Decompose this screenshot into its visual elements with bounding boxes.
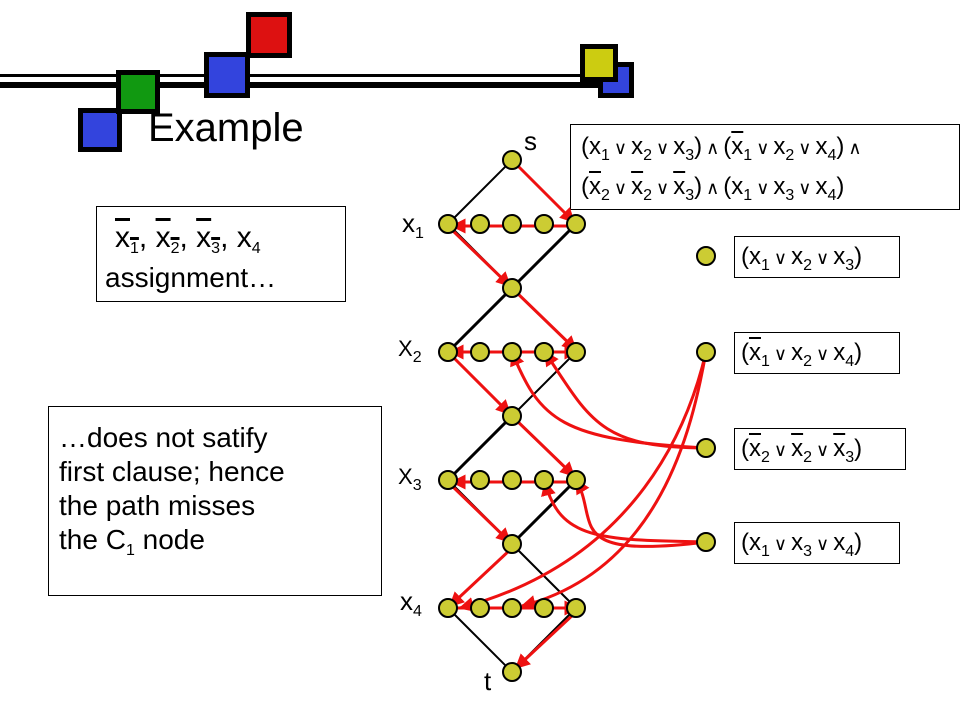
- header-rule-bottom: [0, 82, 600, 88]
- assign-var-4: x4: [236, 221, 261, 257]
- formula-line-2: (x2∨x2∨x3)∧(x1∨x3∨x4): [581, 173, 845, 204]
- sink-label: t: [484, 666, 492, 696]
- note-line-1: …does not satify: [59, 422, 268, 453]
- note-line-3: the path misses: [59, 490, 256, 521]
- assignment-vars: x1, x2, x3, x4: [115, 221, 261, 257]
- clause-box-3: (x2∨x2∨x3): [734, 428, 906, 470]
- note-line-4: the C1 node: [59, 524, 205, 559]
- note-box: …does not satify first clause; hence the…: [48, 406, 382, 596]
- deco-square-yellow: [580, 44, 618, 82]
- note-text: …does not satify first clause; hence the…: [59, 421, 285, 568]
- source-label: s: [524, 126, 537, 156]
- var-row-label-1: x1: [402, 208, 424, 242]
- clause-box-1: (x1∨x2∨x3): [734, 236, 900, 278]
- clause-node-2: [696, 342, 716, 362]
- var-row-label-3: X3: [398, 464, 422, 494]
- deco-square-blue-mid: [204, 52, 250, 98]
- formula-line-1: (x1∨x2∨x3)∧(x1∨x2∨x4)∧: [581, 133, 862, 164]
- assign-var-1: x1: [115, 221, 139, 257]
- deco-square-red: [246, 12, 292, 58]
- header-rule-top: [0, 74, 600, 77]
- clause-box-4: (x1∨x3∨x4): [734, 522, 900, 564]
- clause-node-4: [696, 532, 716, 552]
- clause-node-1: [696, 246, 716, 266]
- graph-nodes: [438, 150, 716, 682]
- var-row-label-4: x4: [400, 586, 422, 620]
- assignment-label: assignment…: [105, 262, 277, 293]
- assignment-box: x1, x2, x3, x4 assignment…: [96, 206, 346, 302]
- clause-connectors: [458, 350, 708, 612]
- node-s: [502, 150, 522, 170]
- deco-square-blue-left: [78, 108, 122, 152]
- deco-square-green: [116, 70, 160, 114]
- slide-title: Example: [148, 106, 304, 150]
- var-row-label-2: X2: [398, 336, 422, 366]
- clause-box-2: (x1∨x2∨x4): [734, 332, 900, 374]
- formula-box: (x1∨x2∨x3)∧(x1∨x2∨x4)∧ (x2∨x2∨x3)∧(x1∨x3…: [570, 124, 960, 210]
- note-line-2: first clause; hence: [59, 456, 285, 487]
- node-t: [502, 662, 522, 682]
- edge-s-left: [447, 159, 513, 225]
- assign-var-2: x2: [155, 221, 180, 257]
- assign-var-3: x3: [196, 221, 221, 257]
- clause-node-3: [696, 438, 716, 458]
